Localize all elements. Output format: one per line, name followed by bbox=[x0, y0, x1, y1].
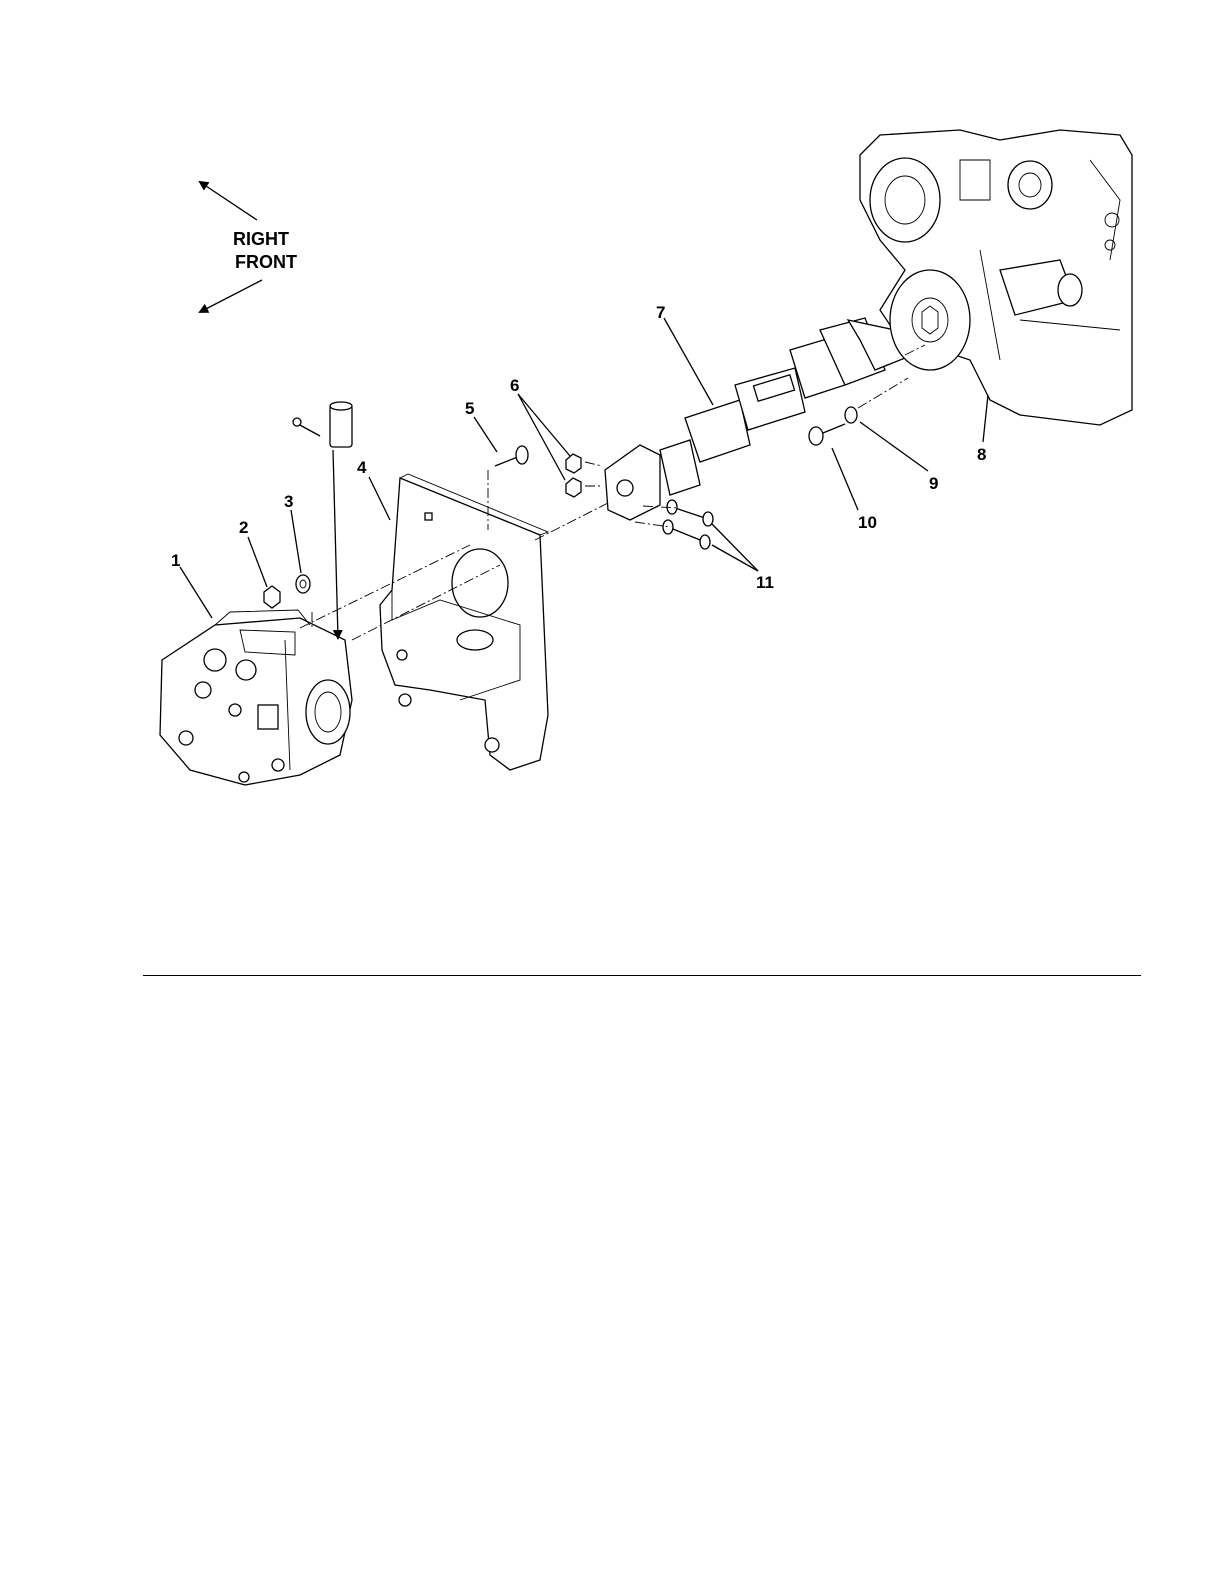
mounting-bracket bbox=[380, 474, 548, 770]
callout-3: 3 bbox=[284, 492, 293, 511]
front-arrow-icon bbox=[200, 280, 262, 312]
washer bbox=[296, 575, 310, 593]
callout-1: 1 bbox=[171, 551, 180, 570]
callout-8: 8 bbox=[977, 445, 986, 464]
flywheel-washer bbox=[845, 407, 857, 423]
sleeve-and-screw bbox=[293, 402, 352, 638]
callout-7: 7 bbox=[656, 303, 665, 322]
front-label: FRONT bbox=[235, 252, 297, 272]
right-label: RIGHT bbox=[233, 229, 289, 249]
callout-2: 2 bbox=[239, 518, 248, 537]
drive-shaft bbox=[605, 318, 905, 520]
horizontal-divider bbox=[143, 975, 1141, 976]
callout-9: 9 bbox=[929, 474, 938, 493]
callout-5: 5 bbox=[465, 399, 474, 418]
callout-4: 4 bbox=[357, 458, 367, 477]
callout-10: 10 bbox=[858, 513, 877, 532]
nut bbox=[264, 586, 280, 608]
orientation-indicator: RIGHT FRONT bbox=[200, 182, 297, 312]
callout-6: 6 bbox=[510, 376, 519, 395]
callout-11: 11 bbox=[756, 573, 774, 592]
coupling-nut-upper bbox=[566, 454, 581, 473]
flywheel-bolt bbox=[809, 424, 845, 445]
hydraulic-pump bbox=[160, 610, 352, 785]
engine bbox=[860, 130, 1132, 425]
bracket-bolt bbox=[495, 446, 528, 466]
coupling-nut-lower bbox=[566, 478, 581, 497]
right-arrow-icon bbox=[200, 182, 257, 220]
